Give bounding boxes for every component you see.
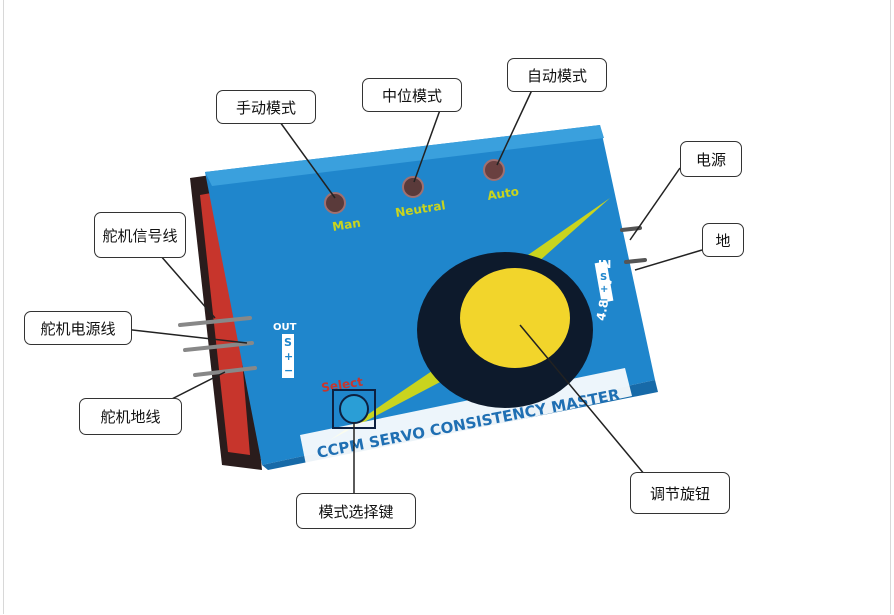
device-top-edge xyxy=(205,125,604,186)
in-label: IN xyxy=(598,258,611,271)
in-plus: + xyxy=(600,284,608,295)
led-auto xyxy=(483,159,505,181)
knob-cap[interactable] xyxy=(460,268,570,368)
out-label: OUT xyxy=(273,322,297,333)
callout-mode-select-key: 模式选择键 xyxy=(296,493,416,529)
led-man-label: Man xyxy=(331,216,361,234)
in-pin-box xyxy=(594,261,614,303)
image-frame xyxy=(3,0,891,614)
in-minus: − xyxy=(600,295,608,306)
servo-pins-left xyxy=(178,316,257,377)
select-button[interactable] xyxy=(339,394,369,424)
out-plus: + xyxy=(284,350,293,363)
callout-power: 电源 xyxy=(680,141,742,177)
callout-servo-power: 舵机电源线 xyxy=(24,311,132,345)
callout-neutral-mode: 中位模式 xyxy=(362,78,462,112)
callout-ground: 地 xyxy=(702,223,744,257)
out-minus: − xyxy=(284,364,293,377)
led-neutral xyxy=(402,176,424,198)
power-pins-right xyxy=(620,226,647,264)
callout-auto-mode: 自动模式 xyxy=(507,58,607,92)
out-pin-box xyxy=(282,334,294,378)
led-auto-label: Auto xyxy=(486,184,520,203)
callout-servo-ground: 舵机地线 xyxy=(79,398,182,435)
callout-manual-mode: 手动模式 xyxy=(216,90,316,124)
out-s: S xyxy=(284,336,292,349)
leader-lines xyxy=(114,89,703,495)
led-man xyxy=(324,192,346,214)
callout-adjust-knob: 调节旋钮 xyxy=(630,472,730,514)
callout-servo-signal: 舵机信号线 xyxy=(94,212,186,258)
in-s: S xyxy=(600,272,607,283)
